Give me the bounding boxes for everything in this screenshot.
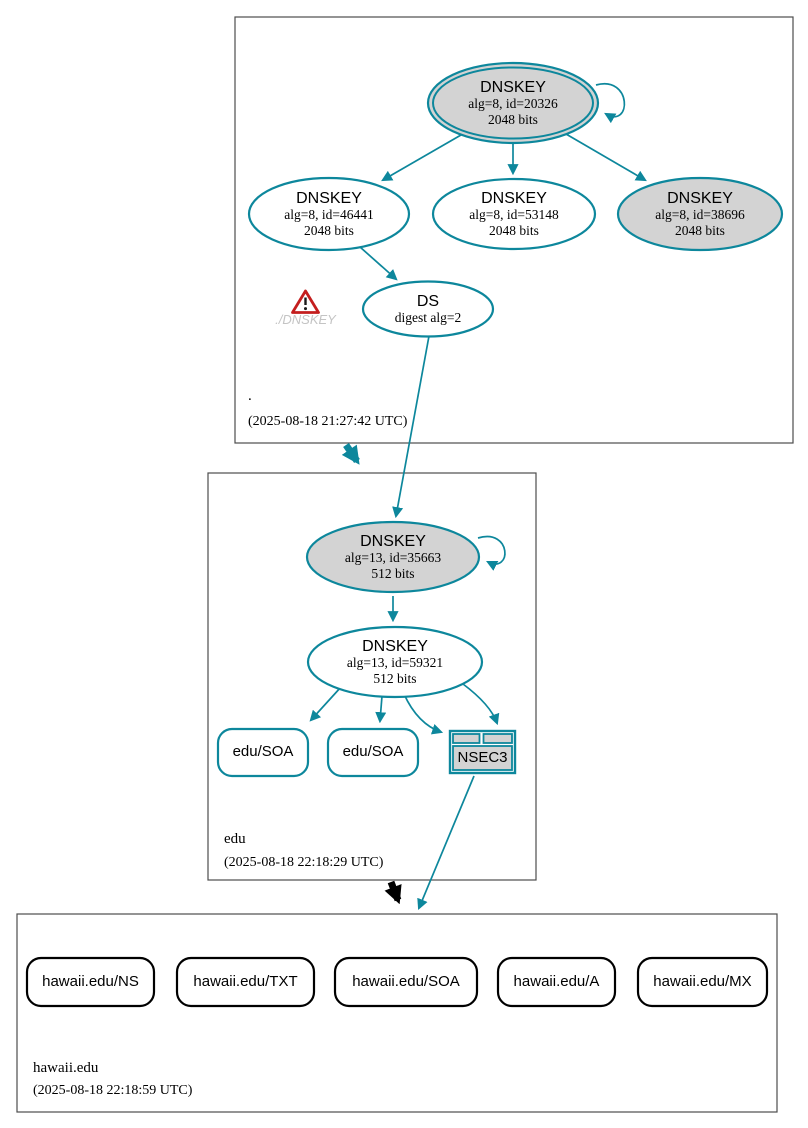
edu-zsk-node[interactable]: DNSKEY alg=13, id=59321 512 bits [305,638,485,687]
edu-nsec3-label[interactable]: NSEC3 [457,749,508,766]
hawaii-mx-rect[interactable] [636,956,769,1008]
hawaii-txt-rect[interactable] [175,956,316,1008]
edge-insecure-delegation-edu-to-hawaii [384,880,402,905]
hawaii-soa-rect[interactable] [333,956,479,1008]
zone-timestamp-hawaii: (2025-08-18 22:18:59 UTC) [33,1083,193,1098]
edge-edu-zsk-to-soa2 [375,695,387,724]
edge-root-zsk1-to-ds [359,246,398,281]
root-zone-box [234,16,794,444]
node-bits: 2048 bits [488,112,538,127]
edge-secure-delegation-root-to-edu [341,443,360,465]
node-alg: alg=8, id=20326 [468,96,558,111]
edge-root-ds-to-edu-ksk [392,335,430,519]
warning-triangle-icon[interactable] [291,289,320,314]
edu-soa1-rect[interactable] [216,727,310,778]
edge-edu-zsk-to-nsec3-b [462,683,500,726]
zone-label-root: . [248,388,252,404]
node-alg: alg=13, id=35663 [344,550,442,565]
edu-soa1-label[interactable]: edu/SOA [232,743,294,760]
root-ksk-inner-ellipse [432,66,594,140]
hawaii-ns-label[interactable]: hawaii.edu/NS [42,973,139,990]
root-ksk-node[interactable]: DNSKEY alg=8, id=20326 2048 bits [423,79,603,128]
hawaii-ns-rect[interactable] [25,956,156,1008]
root-ksk-ellipse[interactable] [426,61,600,145]
node-bits: 2048 bits [489,223,539,238]
warning-label: ./DNSKEY [275,312,336,327]
node-alg: alg=8, id=38696 [655,207,745,222]
edu-soa2-label[interactable]: edu/SOA [342,743,404,760]
hawaii-a-label[interactable]: hawaii.edu/A [513,973,600,990]
root-zsk1-ellipse[interactable] [247,176,411,252]
edge-root-ksk-to-zsk1 [381,134,462,182]
node-title: DNSKEY [481,190,547,207]
node-detail: digest alg=2 [394,310,462,325]
hawaii-a-rect[interactable] [496,956,617,1008]
node-title: DNSKEY [360,533,426,550]
node-title: DNSKEY [480,79,546,96]
hawaii-soa-label[interactable]: hawaii.edu/SOA [352,973,460,990]
node-alg: alg=8, id=53148 [469,207,559,222]
node-alg: alg=13, id=59321 [346,655,444,670]
node-title: DNSKEY [362,638,428,655]
node-title: DS [416,293,440,310]
root-zsk3-ellipse[interactable] [616,176,784,252]
zone-label-edu: edu [224,831,246,847]
root-ds-ellipse[interactable] [361,280,495,338]
edge-edu-zsk-to-nsec3-a [403,693,444,735]
root-zsk2-ellipse[interactable] [431,177,597,251]
edge-root-ksk-to-zsk3 [565,133,647,182]
hawaii-zone-box [16,913,778,1113]
root-ds-node[interactable]: DS digest alg=2 [363,293,493,326]
edge-edu-ksk-self-loop [477,535,506,571]
node-bits: 2048 bits [304,223,354,238]
root-zsk1-node[interactable]: DNSKEY alg=8, id=46441 2048 bits [239,190,419,239]
zone-timestamp-edu: (2025-08-18 22:18:29 UTC) [224,855,384,870]
edu-ksk-node[interactable]: DNSKEY alg=13, id=35663 512 bits [303,533,483,582]
hawaii-mx-label[interactable]: hawaii.edu/MX [653,973,752,990]
edge-edu-nsec3-to-hawaii [417,775,475,911]
edu-zone-box [207,472,537,881]
node-alg: alg=8, id=46441 [284,207,374,222]
node-bits: 512 bits [371,566,415,581]
node-title: DNSKEY [296,190,362,207]
node-bits: 512 bits [373,671,417,686]
zone-timestamp-root: (2025-08-18 21:27:42 UTC) [248,414,408,429]
root-zsk3-node[interactable]: DNSKEY alg=8, id=38696 2048 bits [610,190,790,239]
node-title: DNSKEY [667,190,733,207]
edu-nsec3-rect[interactable] [448,729,517,775]
edu-zsk-ellipse[interactable] [306,625,484,699]
root-zsk2-node[interactable]: DNSKEY alg=8, id=53148 2048 bits [424,190,604,239]
zone-label-hawaii: hawaii.edu [33,1060,99,1076]
hawaii-txt-label[interactable]: hawaii.edu/TXT [193,973,298,990]
edge-root-ksk-self-loop [595,82,626,124]
edu-soa2-rect[interactable] [326,727,420,778]
edge-edu-zsk-to-soa1 [309,686,342,722]
node-bits: 2048 bits [675,223,725,238]
edu-ksk-ellipse[interactable] [305,520,481,594]
